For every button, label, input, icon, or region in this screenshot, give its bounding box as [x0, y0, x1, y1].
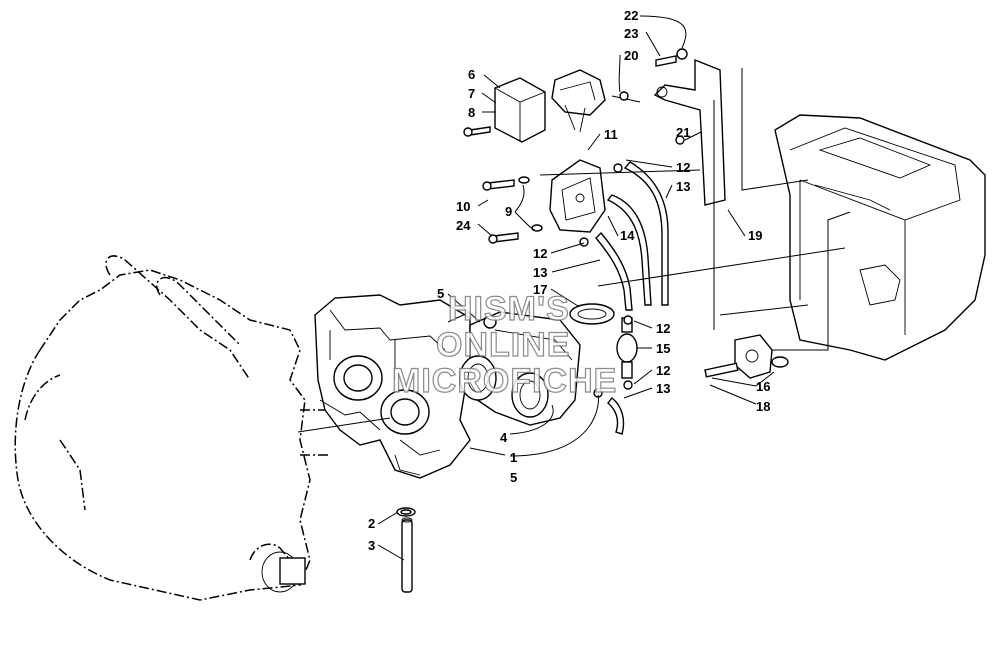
fuel-pump: [549, 159, 606, 233]
mounting-bracket: [653, 58, 726, 206]
callout-19: 19: [748, 228, 762, 243]
carburetor-assembly: [297, 294, 471, 479]
callout-12-c: 12: [656, 321, 670, 336]
fuel-filter: [616, 317, 638, 379]
callout-4: 4: [500, 430, 508, 445]
callout-5-top: 5: [437, 286, 444, 301]
oil-tank: [774, 114, 986, 361]
callout-6: 6: [468, 67, 475, 82]
callout-22: 22: [624, 8, 638, 23]
callout-21: 21: [676, 125, 690, 140]
watermark-line-3: MICROFICHE: [392, 362, 617, 400]
watermark-line-1: HISM'S: [448, 290, 570, 328]
watermark: HISM'S ONLINE MICROFICHE: [391, 289, 617, 400]
drain-tube: [396, 507, 416, 593]
engine-outline: [14, 255, 330, 601]
callout-14: 14: [620, 228, 635, 243]
callout-5-bottom: 5: [510, 470, 517, 485]
callout-16: 16: [756, 379, 770, 394]
callout-numbers: 1 2 3 4 5 5 6 7 8 9 10 11 12 12 12 12 13…: [368, 8, 770, 553]
callout-leaders: [377, 15, 775, 561]
callout-20: 20: [624, 48, 638, 63]
callout-18: 18: [756, 399, 770, 414]
fuel-hoses: [595, 161, 669, 435]
callout-17: 17: [533, 282, 547, 297]
callout-7: 7: [468, 86, 475, 101]
callout-1: 1: [510, 450, 517, 465]
callout-12-a: 12: [676, 160, 690, 175]
callout-13-a: 13: [676, 179, 690, 194]
callout-12-d: 12: [656, 363, 670, 378]
watermark-line-2: ONLINE: [436, 326, 570, 364]
callout-24: 24: [456, 218, 471, 233]
callout-3: 3: [368, 538, 375, 553]
callout-15: 15: [656, 341, 670, 356]
callout-8: 8: [468, 105, 475, 120]
callout-2: 2: [368, 516, 375, 531]
callout-11: 11: [604, 127, 618, 142]
callout-13-b: 13: [533, 265, 547, 280]
callout-10: 10: [456, 199, 470, 214]
callout-12-b: 12: [533, 246, 547, 261]
hose-clamp: [569, 303, 615, 325]
callout-13-c: 13: [656, 381, 670, 396]
relay-box: [494, 69, 606, 143]
oil-pump: [704, 334, 789, 379]
intake-adapter: [459, 311, 603, 426]
callout-9: 9: [505, 204, 512, 219]
callout-23: 23: [624, 26, 638, 41]
